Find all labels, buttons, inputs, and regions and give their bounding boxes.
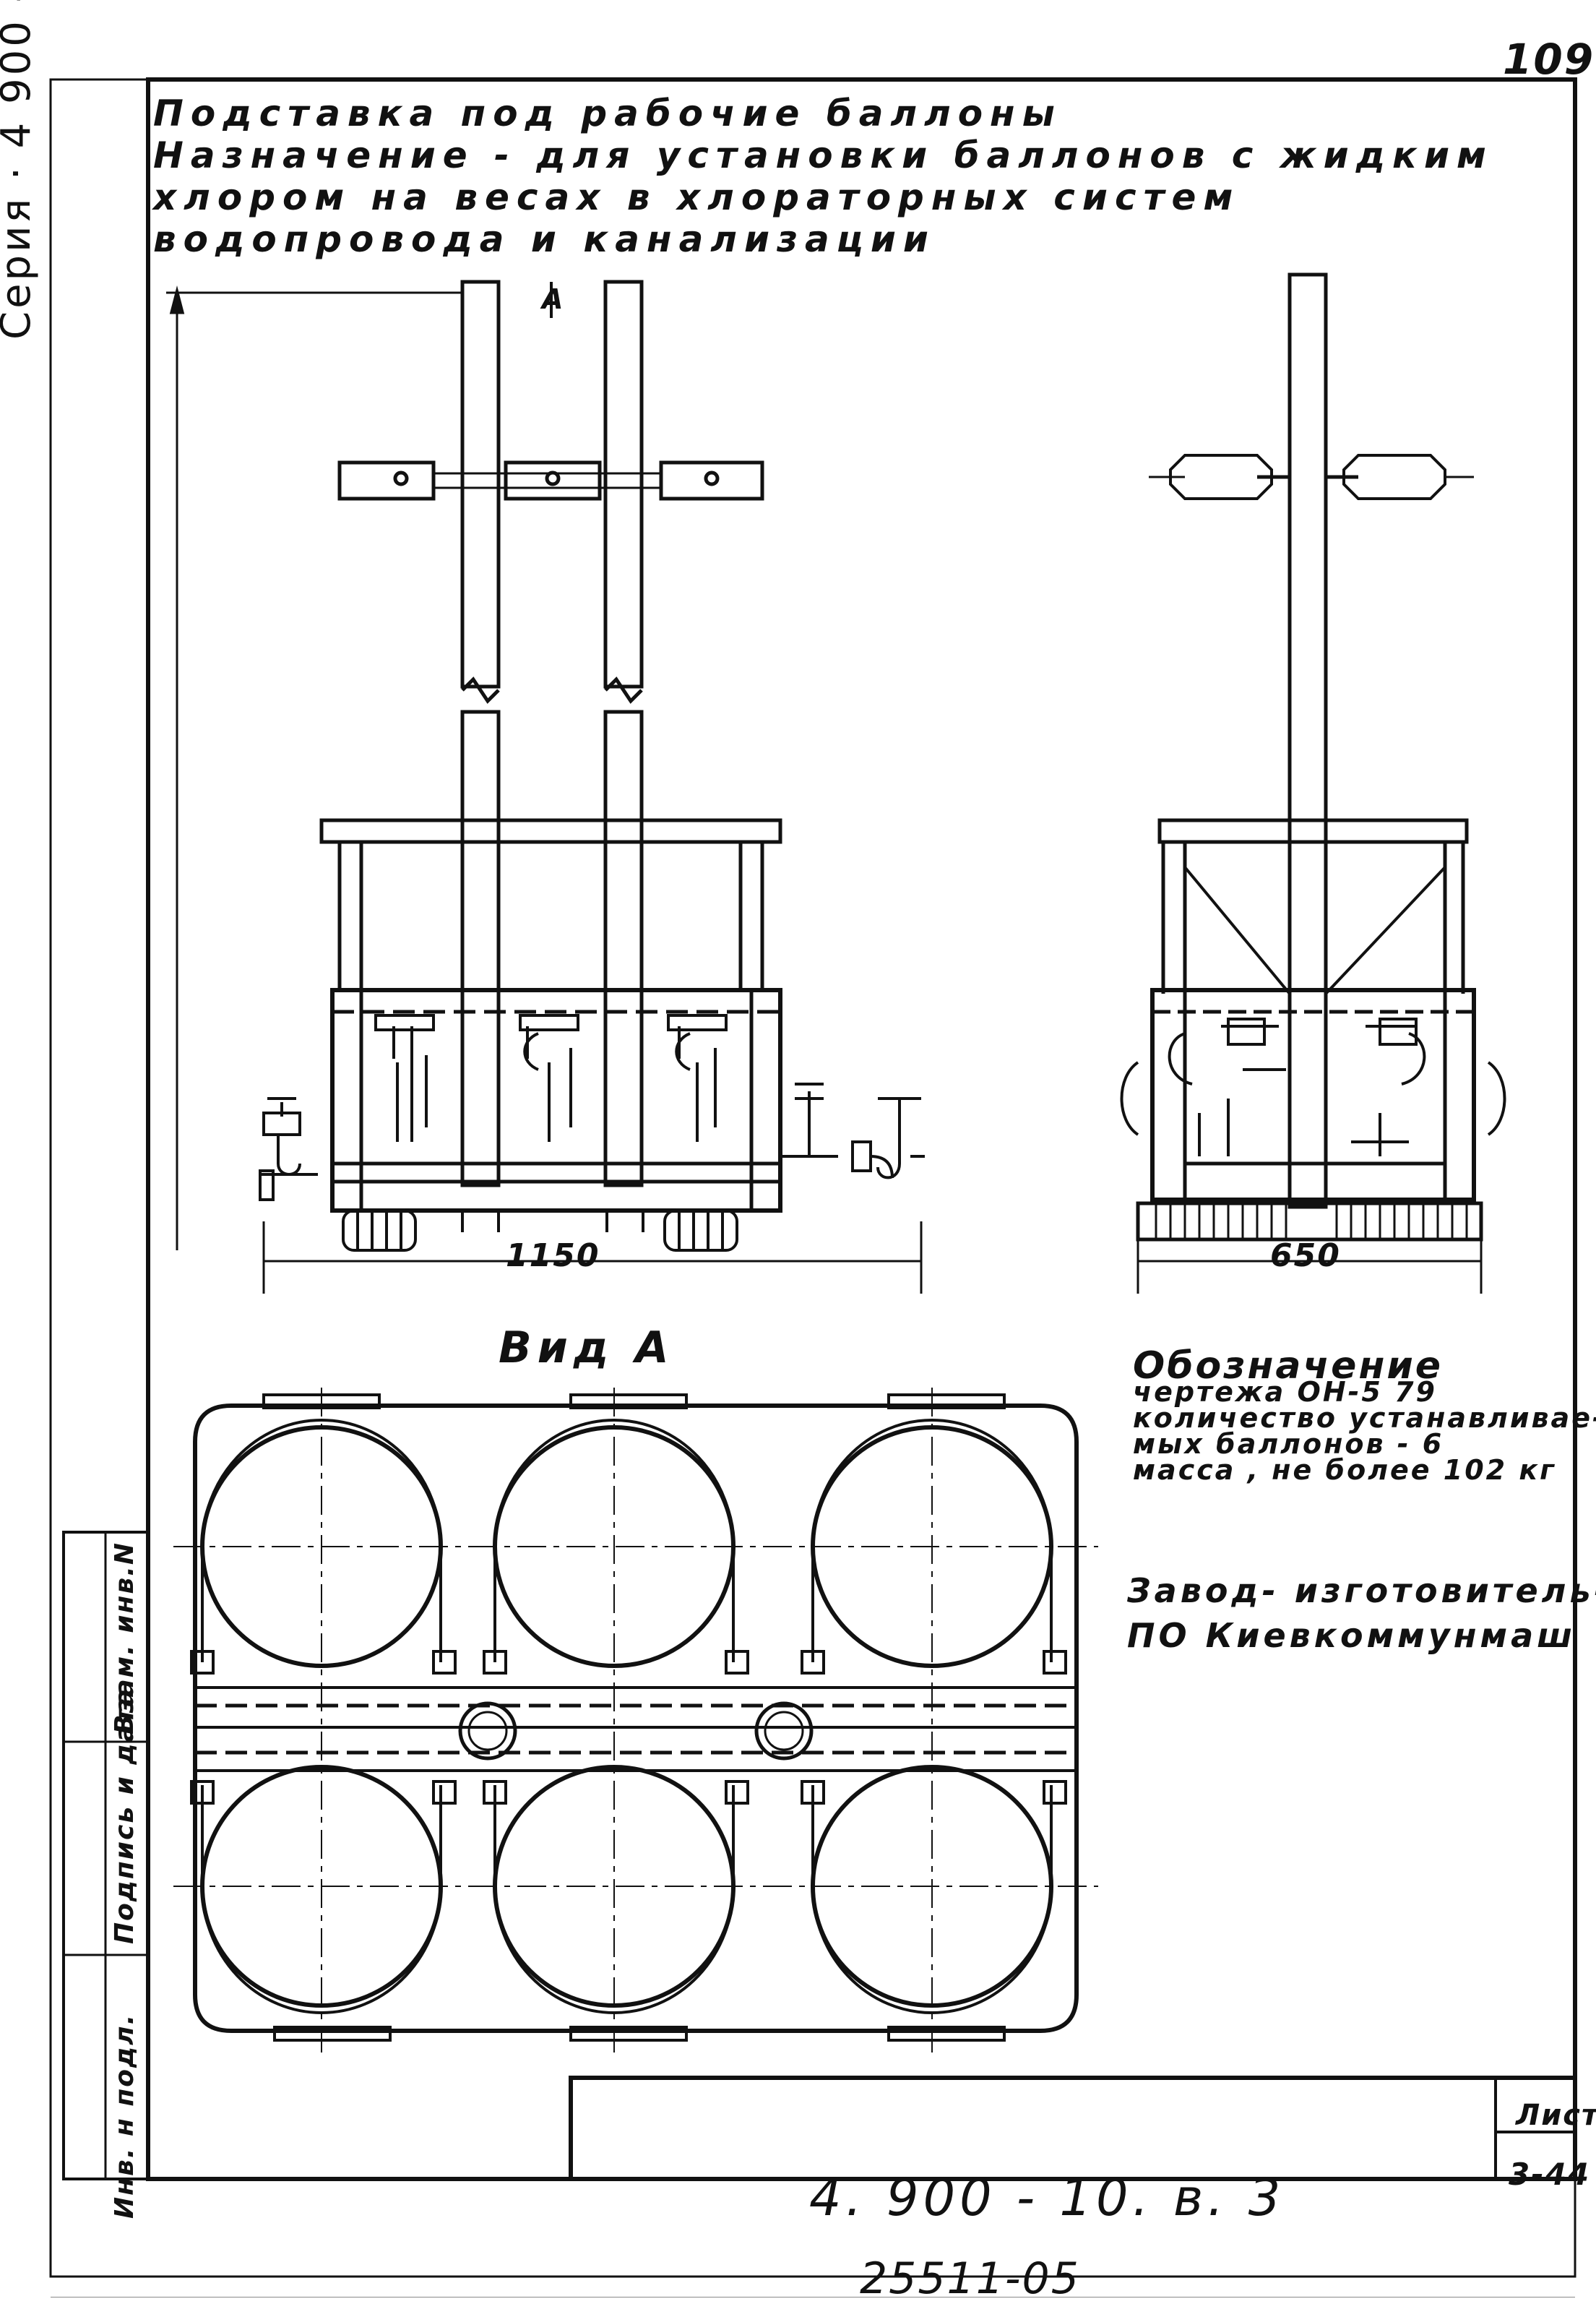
series-label: Серия · 4 900 - 10 в. 5 bbox=[0, 0, 40, 340]
title-line: водопровода и канализации bbox=[153, 218, 936, 260]
manufacturer-line-2: ПО Киевкоммунмаш bbox=[1127, 1616, 1576, 1655]
designation-title: Обозначение bbox=[1133, 1344, 1444, 1388]
title-line: хлором на весах в хлораторных систем bbox=[153, 176, 1241, 218]
side-stamp-inv-replace: Взам. инв.N bbox=[110, 1542, 139, 1735]
sheet-label: Лист bbox=[1516, 2099, 1596, 2132]
dimension-front-width: 1150 bbox=[506, 1237, 600, 1274]
title-line: Назначение - для установки баллонов с жи… bbox=[153, 134, 1493, 176]
drawing-title: Подставка под рабочие баллоны Назначение… bbox=[153, 93, 1493, 260]
manufacturer-line-1: Завод- изготовитель- bbox=[1127, 1571, 1596, 1610]
manufacturer: Завод- изготовитель- ПО Киевкоммунмаш bbox=[1127, 1568, 1596, 1658]
sheet-number: 3-44 bbox=[1509, 2157, 1591, 2192]
page-number: 109 bbox=[1503, 35, 1595, 84]
drawing-number: чертежа ОН-5 79 bbox=[1133, 1376, 1437, 1408]
outer-frame bbox=[49, 78, 1576, 2278]
title-line: Подставка под рабочие баллоны bbox=[153, 93, 1062, 134]
front-view bbox=[166, 280, 925, 1294]
designation-notes: Обозначение чертежа ОН-5 79 количество у… bbox=[1133, 1344, 1596, 1486]
side-stamp-frame bbox=[62, 1531, 150, 2180]
title-block-frame bbox=[569, 2076, 1577, 2181]
document-code: 4. 900 - 10. в. 3 bbox=[809, 2168, 1285, 2227]
dimension-side-width: 650 bbox=[1270, 1237, 1341, 1274]
view-a-label: Вид А bbox=[499, 1323, 675, 1373]
section-marker: A bbox=[542, 283, 565, 315]
quantity-line-1: количество устанавливае- bbox=[1133, 1402, 1596, 1434]
mass-line: масса , не более 102 кг bbox=[1133, 1454, 1556, 1486]
archive-number: 25511-05 bbox=[860, 2253, 1080, 2304]
plan-view-a bbox=[173, 1388, 1098, 2052]
side-view bbox=[1120, 272, 1506, 1294]
quantity-line-2: мых баллонов - 6 bbox=[1133, 1428, 1444, 1460]
side-stamp-inv-orig: Инв. н подл. bbox=[110, 2013, 139, 2219]
